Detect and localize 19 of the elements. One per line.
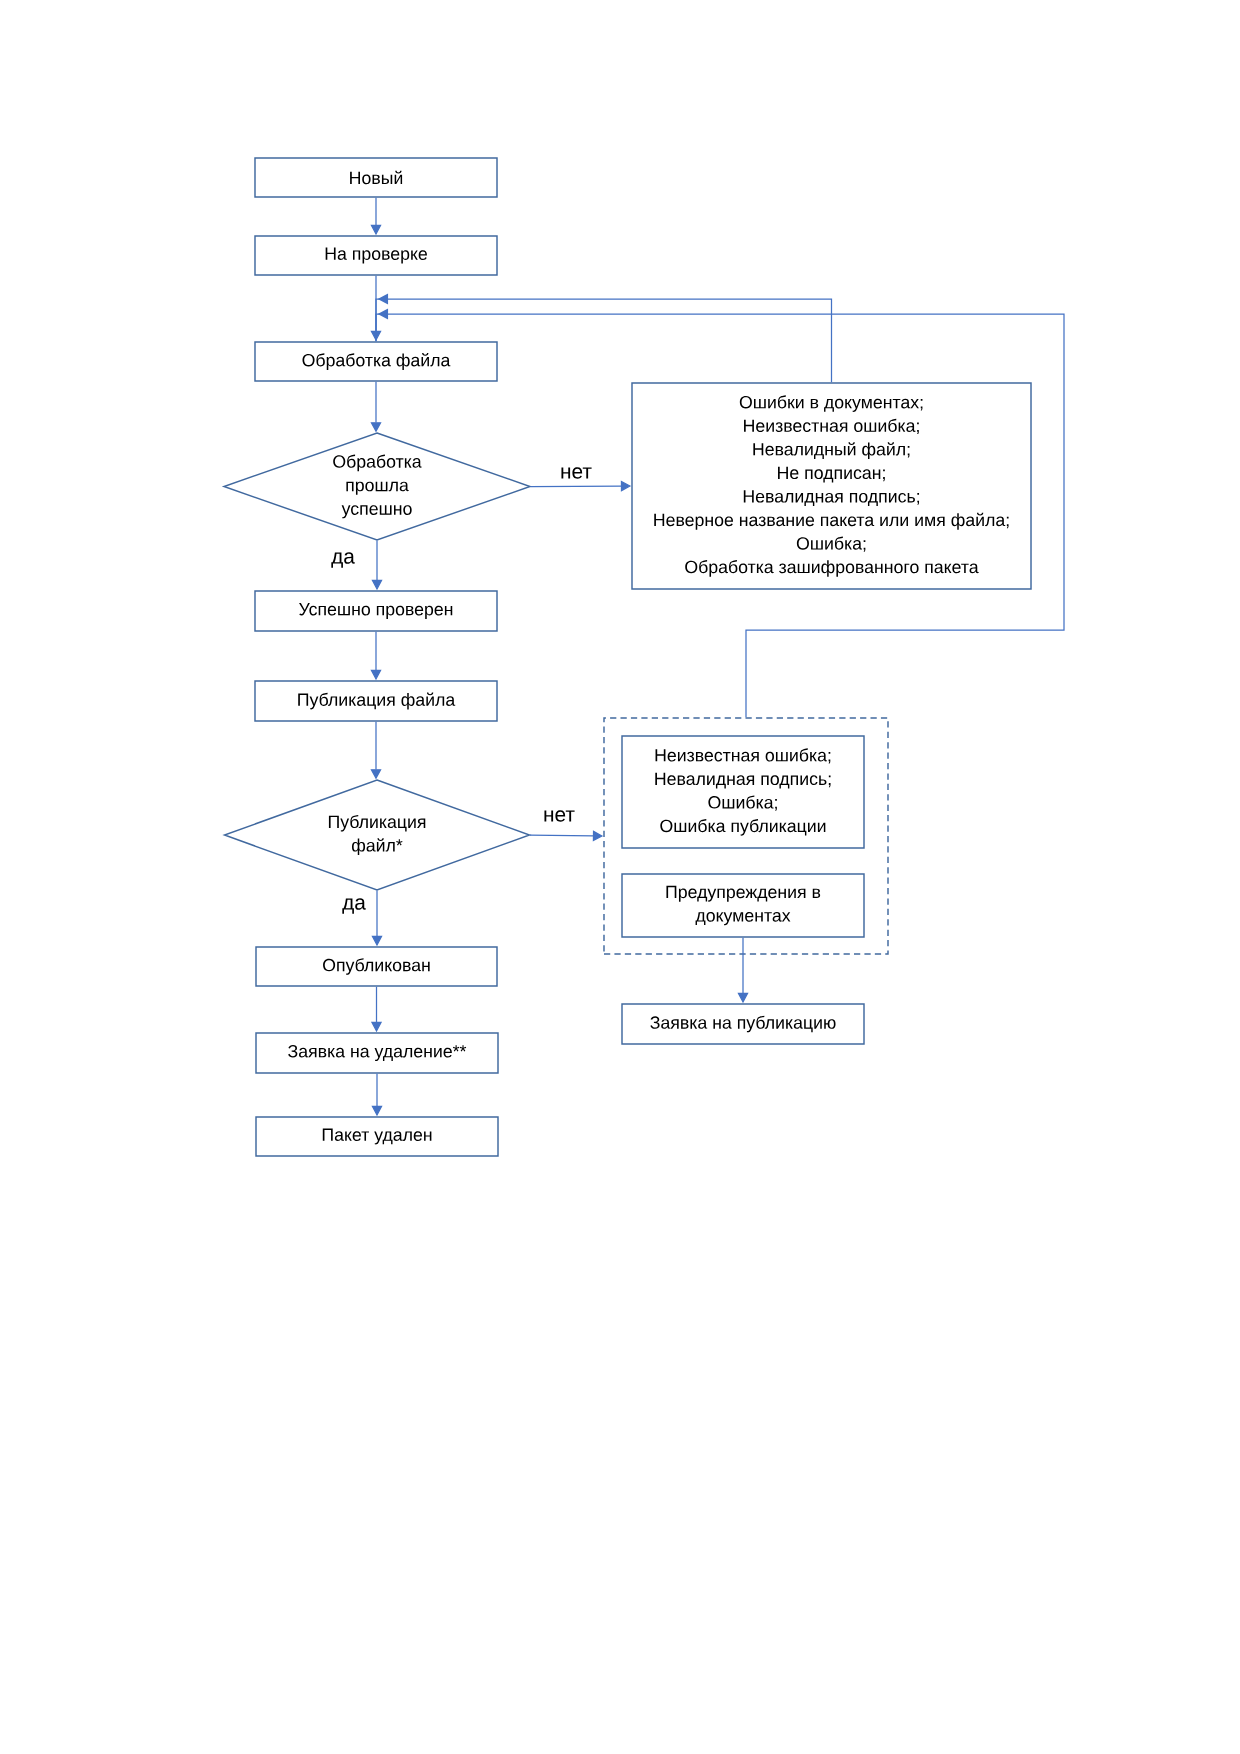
process-box: Ошибки в документах; Неизвестная ошибка; Невалидный файл; Не подписан; Невалидная подпись; Неверное название пакета или имя файла; Ошибка; Обработка зашифрованного пакета [631, 382, 1032, 590]
process-box: Опубликован [255, 946, 498, 987]
edge-label: да [331, 552, 355, 568]
edge-label: нет [561, 467, 592, 479]
process-box: Заявка на публикацию [621, 1003, 865, 1045]
process-box: Неизвестная ошибка; Невалидная подпись; Ошибка; Ошибка публикации [621, 735, 865, 849]
process-box: Заявка на удаление** [255, 1032, 499, 1074]
arrow [375, 308, 1065, 718]
arrow [375, 293, 833, 383]
process-box: Публикация файла [254, 680, 498, 722]
process-box: На проверке [254, 235, 498, 276]
process-box: Успешно проверен [254, 590, 498, 632]
edge-label: нет [544, 810, 575, 822]
process-box: Обработка файла [254, 341, 498, 382]
dashed-frame [603, 717, 889, 955]
process-box: Предупреждения в документах [621, 873, 865, 938]
edge-label: да [342, 898, 366, 914]
process-box: Пакет удален [255, 1116, 499, 1157]
process-box: Новый [254, 157, 498, 198]
